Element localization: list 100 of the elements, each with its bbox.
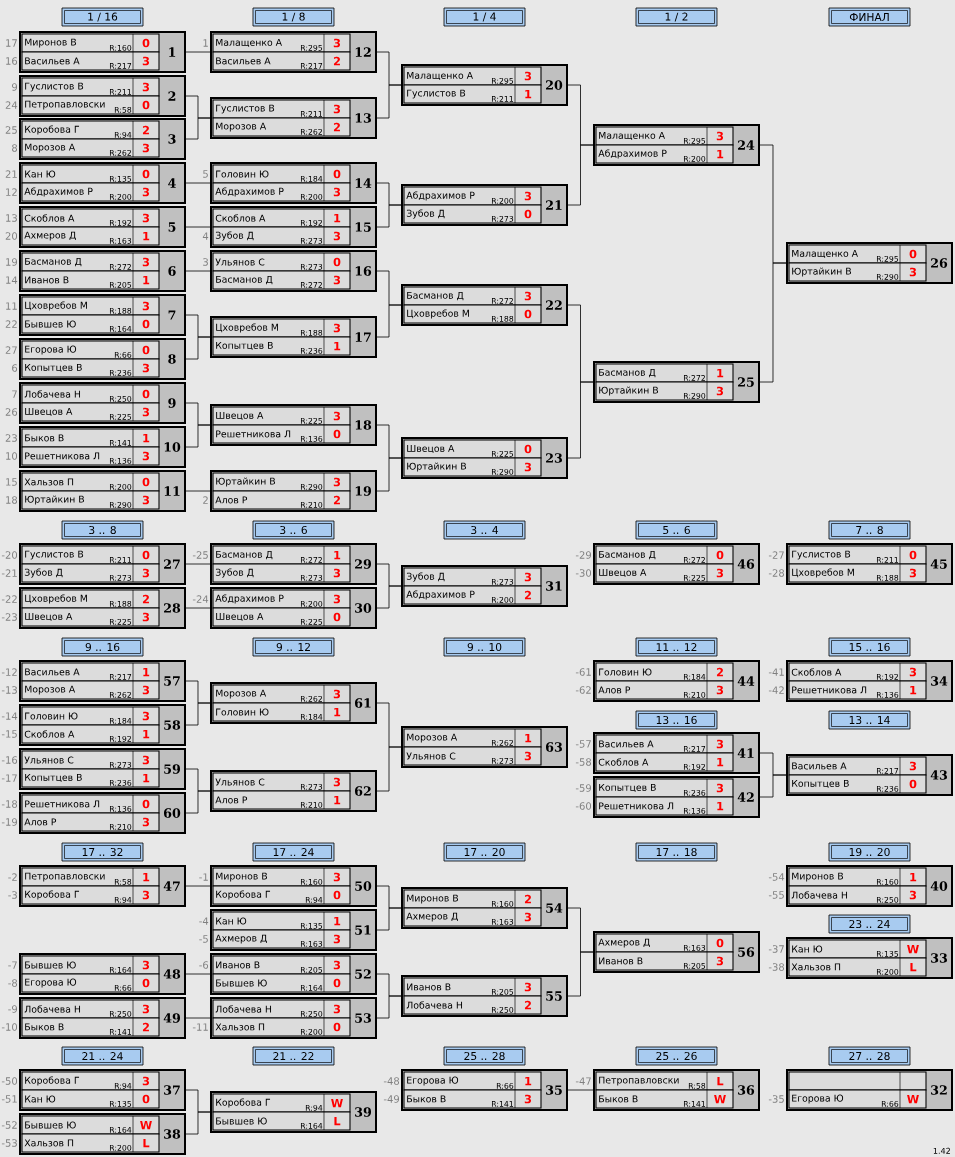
player-name: Малащенко А (792, 249, 858, 259)
score: 3 (524, 912, 532, 922)
player-row (788, 1089, 927, 1109)
player-name: Копытцев В (792, 779, 849, 789)
player-name: Зубов Д (406, 209, 445, 219)
round-header: 3 .. 8 (61, 520, 144, 540)
score: 0 (716, 550, 724, 560)
round-header: 9 .. 12 (252, 637, 335, 657)
match-number: 9 (168, 398, 176, 408)
bracket-line (185, 790, 211, 814)
seed-number: -11 (192, 1023, 208, 1031)
score: 0 (333, 978, 341, 988)
seed-number: 4 (202, 232, 209, 240)
match-number: 35 (546, 1085, 562, 1095)
player-row (403, 889, 542, 909)
seed-number: 5 (203, 170, 208, 178)
match-number: 43 (930, 770, 947, 780)
player-row (212, 117, 351, 137)
score: 0 (142, 100, 150, 110)
score: 3 (524, 572, 532, 582)
player-name: Решетникова Л (599, 802, 674, 810)
player-name: Головин Ю (599, 668, 652, 676)
seed-number: -18 (1, 800, 18, 808)
score: 1 (334, 341, 341, 351)
player-row (21, 95, 160, 115)
player-row (212, 208, 351, 228)
bracket-line (185, 226, 211, 228)
score: 1 (717, 757, 724, 767)
score: W (907, 1094, 919, 1104)
match-number: 28 (164, 603, 181, 613)
bracket-line (185, 336, 211, 360)
match-number: 24 (738, 140, 755, 150)
player-name: Ахмеров Д (24, 231, 76, 241)
player-row (21, 120, 160, 140)
player-name: Коробова Г (25, 890, 80, 900)
score: 3 (333, 323, 341, 333)
player-name: Быков В (25, 1023, 64, 1031)
match-number: 1 (169, 47, 176, 57)
bracket-line (567, 144, 594, 206)
player-name: Хальзов П (24, 1139, 74, 1147)
score: 3 (716, 956, 724, 966)
bracket-line (185, 182, 211, 184)
score: 3 (142, 685, 150, 695)
match-number: 57 (164, 676, 180, 686)
seed-number: 25 (5, 126, 17, 134)
match-number: 27 (164, 559, 180, 569)
player-row (212, 790, 351, 810)
player-row (212, 563, 351, 583)
match-number: 37 (164, 1085, 180, 1095)
player-row (788, 774, 927, 794)
score: 3 (909, 761, 917, 771)
score: 0 (142, 477, 150, 487)
player-name: Бывшев Ю (216, 1117, 267, 1125)
player-name: Ахмеров Д (215, 934, 267, 944)
player-row (212, 973, 351, 993)
player-name: Гуслистов В (407, 89, 466, 99)
match-number: 31 (546, 581, 562, 591)
player-name: Копытцев В (216, 341, 273, 351)
seed-number: -2 (8, 873, 17, 881)
player-name: Гуслистов В (792, 550, 851, 560)
player-row (21, 662, 160, 682)
player-row (595, 381, 734, 401)
player-name: Абдрахимов Р (24, 187, 93, 197)
seed-number: 12 (6, 188, 17, 196)
seed-number: -10 (1, 1023, 18, 1031)
score: 3 (333, 38, 341, 48)
seed-number: -58 (575, 758, 592, 766)
score: 1 (717, 801, 724, 811)
player-row (212, 1017, 351, 1037)
seed-number: 6 (12, 364, 18, 372)
match-number: 21 (546, 200, 562, 210)
player-name: Миронов В (216, 872, 268, 882)
round-header: 19 .. 20 (828, 842, 911, 862)
score: 3 (909, 267, 917, 277)
seed-number: -8 (8, 979, 18, 987)
score: 3 (142, 363, 150, 373)
player-name: Быков В (407, 1095, 446, 1103)
player-row (21, 706, 160, 726)
match-number: 59 (164, 764, 180, 774)
player-row (21, 33, 160, 53)
player-name: Алов Р (215, 496, 248, 504)
round-header: 17 .. 24 (252, 842, 335, 862)
score: 0 (909, 550, 917, 560)
round-header: 25 .. 28 (443, 1046, 526, 1066)
player-name: Ахмеров Д (406, 912, 458, 922)
bracket-line (376, 84, 402, 119)
player-row (403, 995, 542, 1015)
player-name: Егорова Ю (792, 1094, 844, 1104)
score: W (907, 944, 919, 954)
player-row (21, 794, 160, 814)
round-header: 17 .. 18 (635, 842, 718, 862)
player-name: Цховребов М (216, 323, 278, 333)
player-row (403, 304, 542, 324)
match-number: 45 (930, 559, 947, 569)
score: 1 (525, 1076, 532, 1086)
player-row (21, 885, 160, 905)
player-row (21, 208, 160, 228)
player-row (212, 472, 351, 492)
score: 0 (142, 550, 150, 560)
player-row (21, 252, 160, 272)
